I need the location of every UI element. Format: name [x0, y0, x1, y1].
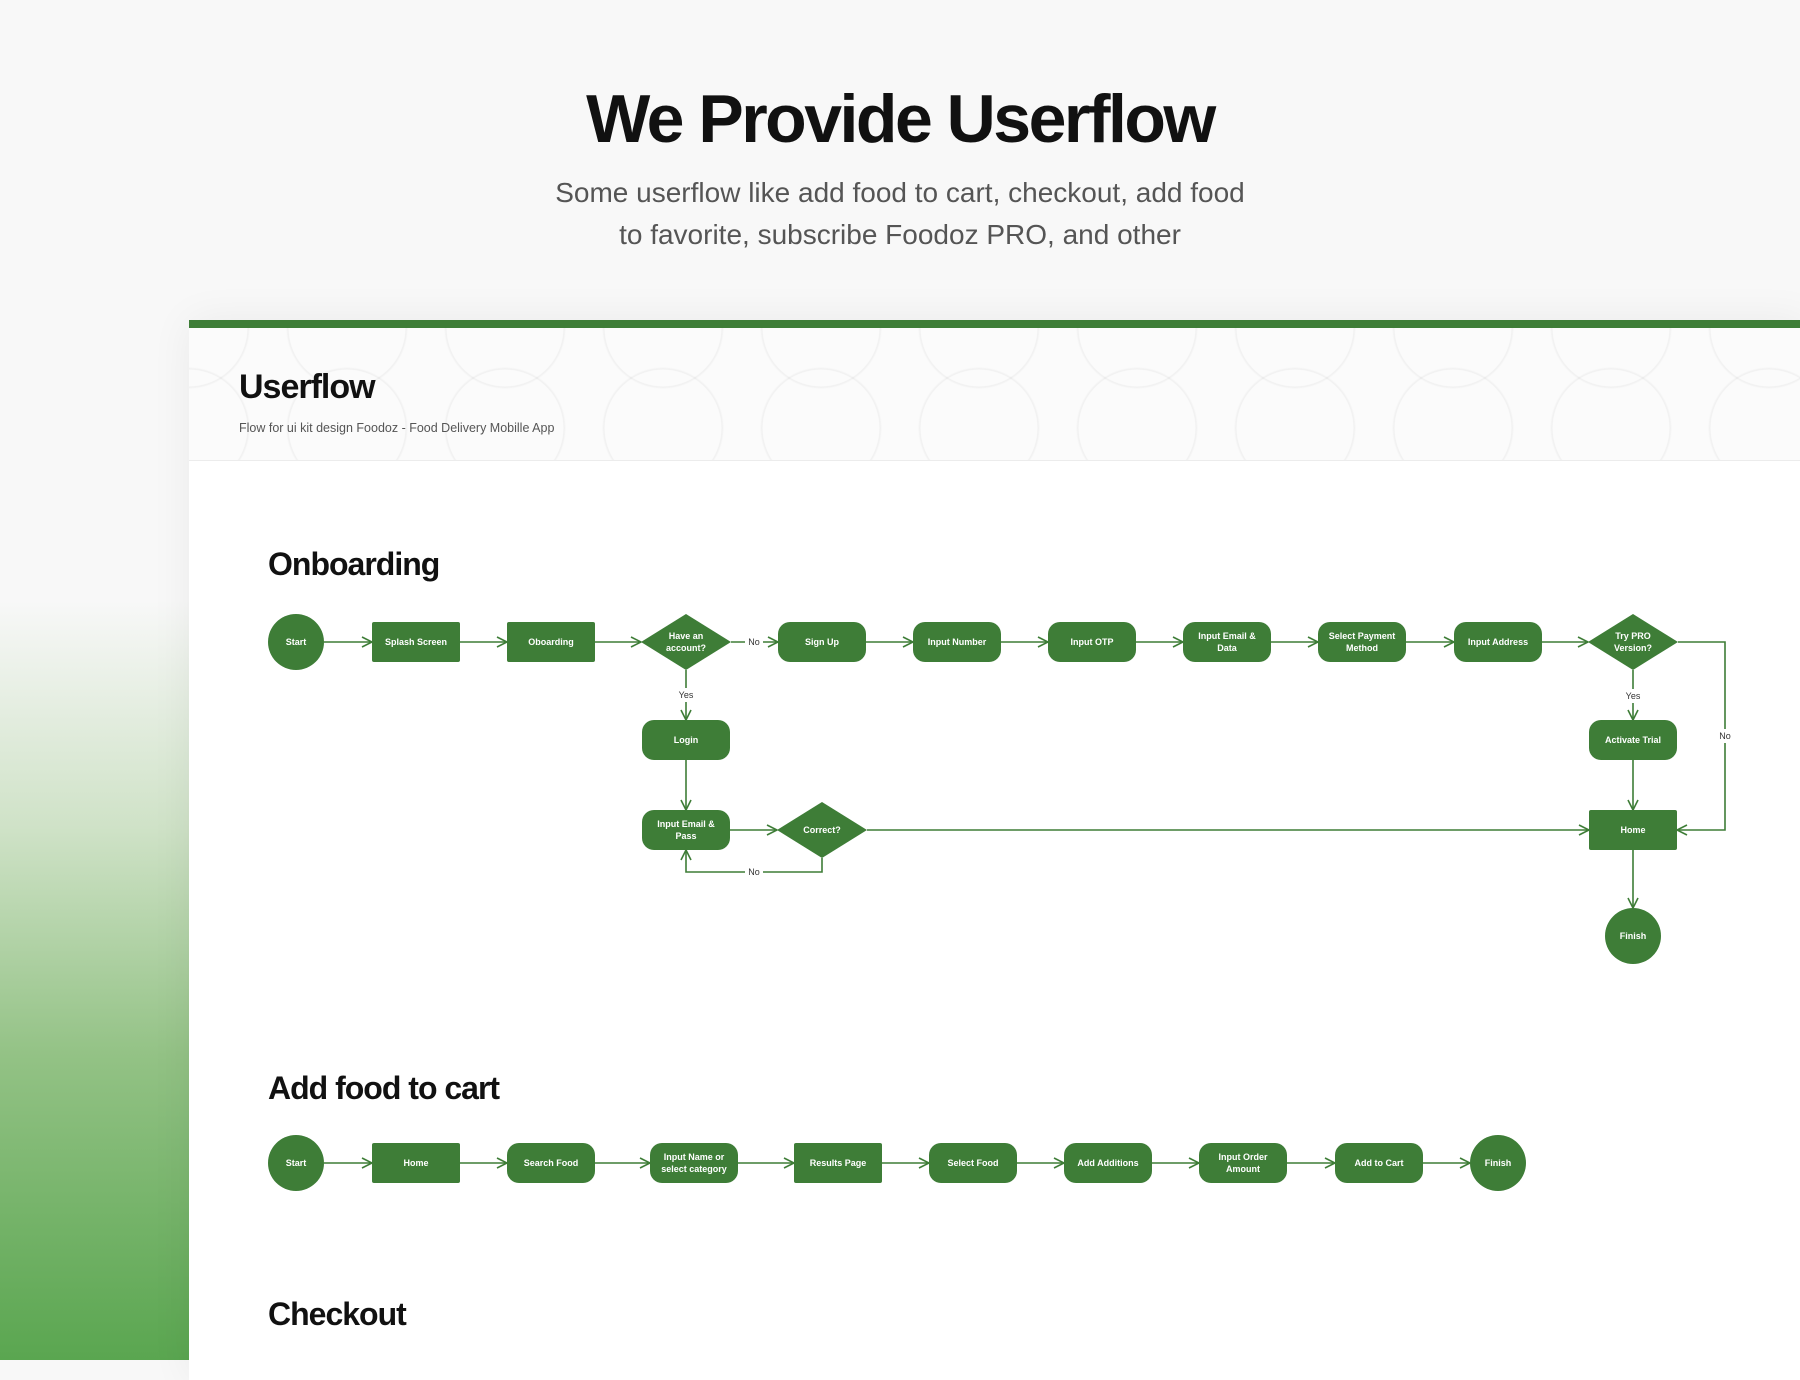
userflow-panel: Userflow Flow for ui kit design Foodoz -… [189, 320, 1800, 1380]
node-c-finish [1470, 1135, 1526, 1191]
onboarding-edge-label-3: No [748, 637, 760, 647]
hero-title: We Provide Userflow [586, 81, 1216, 157]
onboarding-edge-label-bg-13 [745, 865, 763, 879]
node-label-login: Login [674, 735, 699, 745]
node-label-c-add-to-cart: Add to Cart [1355, 1158, 1404, 1168]
node-c-order-amount [1199, 1143, 1287, 1183]
onboarding-edge-label-bg-16 [1716, 729, 1734, 743]
node-input-email-data [1183, 622, 1271, 662]
node-c-search [507, 1143, 595, 1183]
node-label-input-address: Input Address [1468, 637, 1528, 647]
node-start [268, 614, 324, 670]
section-title-add-food-to-cart: Add food to cart [268, 1070, 500, 1106]
node-label-input-otp: Input OTP [1071, 637, 1114, 647]
node-label-finish: Finish [1620, 931, 1647, 941]
node-label-c-start: Start [286, 1158, 307, 1168]
node-c-results [794, 1143, 882, 1183]
node-label-c-finish: Finish [1485, 1158, 1512, 1168]
node-activate-trial [1589, 720, 1677, 760]
panel-title: Userflow [239, 368, 376, 406]
node-oboarding [507, 622, 595, 662]
node-label-sign-up: Sign Up [805, 637, 839, 647]
onboarding-edge-label-bg-10 [677, 688, 695, 702]
node-c-additions [1064, 1143, 1152, 1183]
section-title-checkout: Checkout [268, 1296, 407, 1332]
panel-header: Userflow Flow for ui kit design Foodoz -… [189, 328, 1800, 461]
onboarding-edge-label-15: Yes [1626, 691, 1641, 701]
node-label-splash: Splash Screen [385, 637, 447, 647]
node-input-email-pass [642, 810, 730, 850]
node-c-input-name [650, 1143, 738, 1183]
node-sign-up [778, 622, 866, 662]
node-label-c-additions: Add Additions [1077, 1158, 1138, 1168]
node-home [1589, 810, 1677, 850]
onboarding-edge-label-10: Yes [679, 690, 694, 700]
node-label-correct: Correct? [803, 825, 841, 835]
node-label-activate-trial: Activate Trial [1605, 735, 1661, 745]
node-label-home: Home [1620, 825, 1645, 835]
node-c-select-food [929, 1143, 1017, 1183]
node-try-pro [1588, 614, 1678, 670]
node-correct [777, 802, 867, 858]
node-login [642, 720, 730, 760]
node-c-start [268, 1135, 324, 1191]
node-c-home [372, 1143, 460, 1183]
node-input-number [913, 622, 1001, 662]
node-splash [372, 622, 460, 662]
node-label-input-email-data: Input Email &Data [1198, 631, 1256, 653]
panel-subtitle: Flow for ui kit design Foodoz - Food Del… [239, 421, 555, 435]
node-finish [1605, 908, 1661, 964]
node-c-add-to-cart [1335, 1143, 1423, 1183]
node-label-oboarding: Oboarding [528, 637, 574, 647]
node-select-payment [1318, 622, 1406, 662]
node-label-c-search: Search Food [524, 1158, 579, 1168]
onboarding-edge-label-bg-15 [1624, 689, 1642, 703]
left-gradient-decoration [0, 600, 190, 1360]
node-label-input-email-pass: Input Email &Pass [657, 819, 715, 841]
node-input-address [1454, 622, 1542, 662]
onboarding-edge-label-16: No [1719, 731, 1731, 741]
node-label-input-number: Input Number [928, 637, 987, 647]
node-input-otp [1048, 622, 1136, 662]
node-label-c-home: Home [403, 1158, 428, 1168]
node-label-c-select-food: Select Food [947, 1158, 998, 1168]
hero-subtitle: Some userflow like add food to cart, che… [555, 177, 1245, 250]
onboarding-edge-label-13: No [748, 867, 760, 877]
panel-accent-bar [189, 320, 1800, 328]
onboarding-edge-label-bg-3 [745, 635, 763, 649]
node-have-account [641, 614, 731, 670]
node-label-c-results: Results Page [810, 1158, 867, 1168]
section-title-onboarding: Onboarding [268, 546, 440, 582]
node-label-start: Start [286, 637, 307, 647]
